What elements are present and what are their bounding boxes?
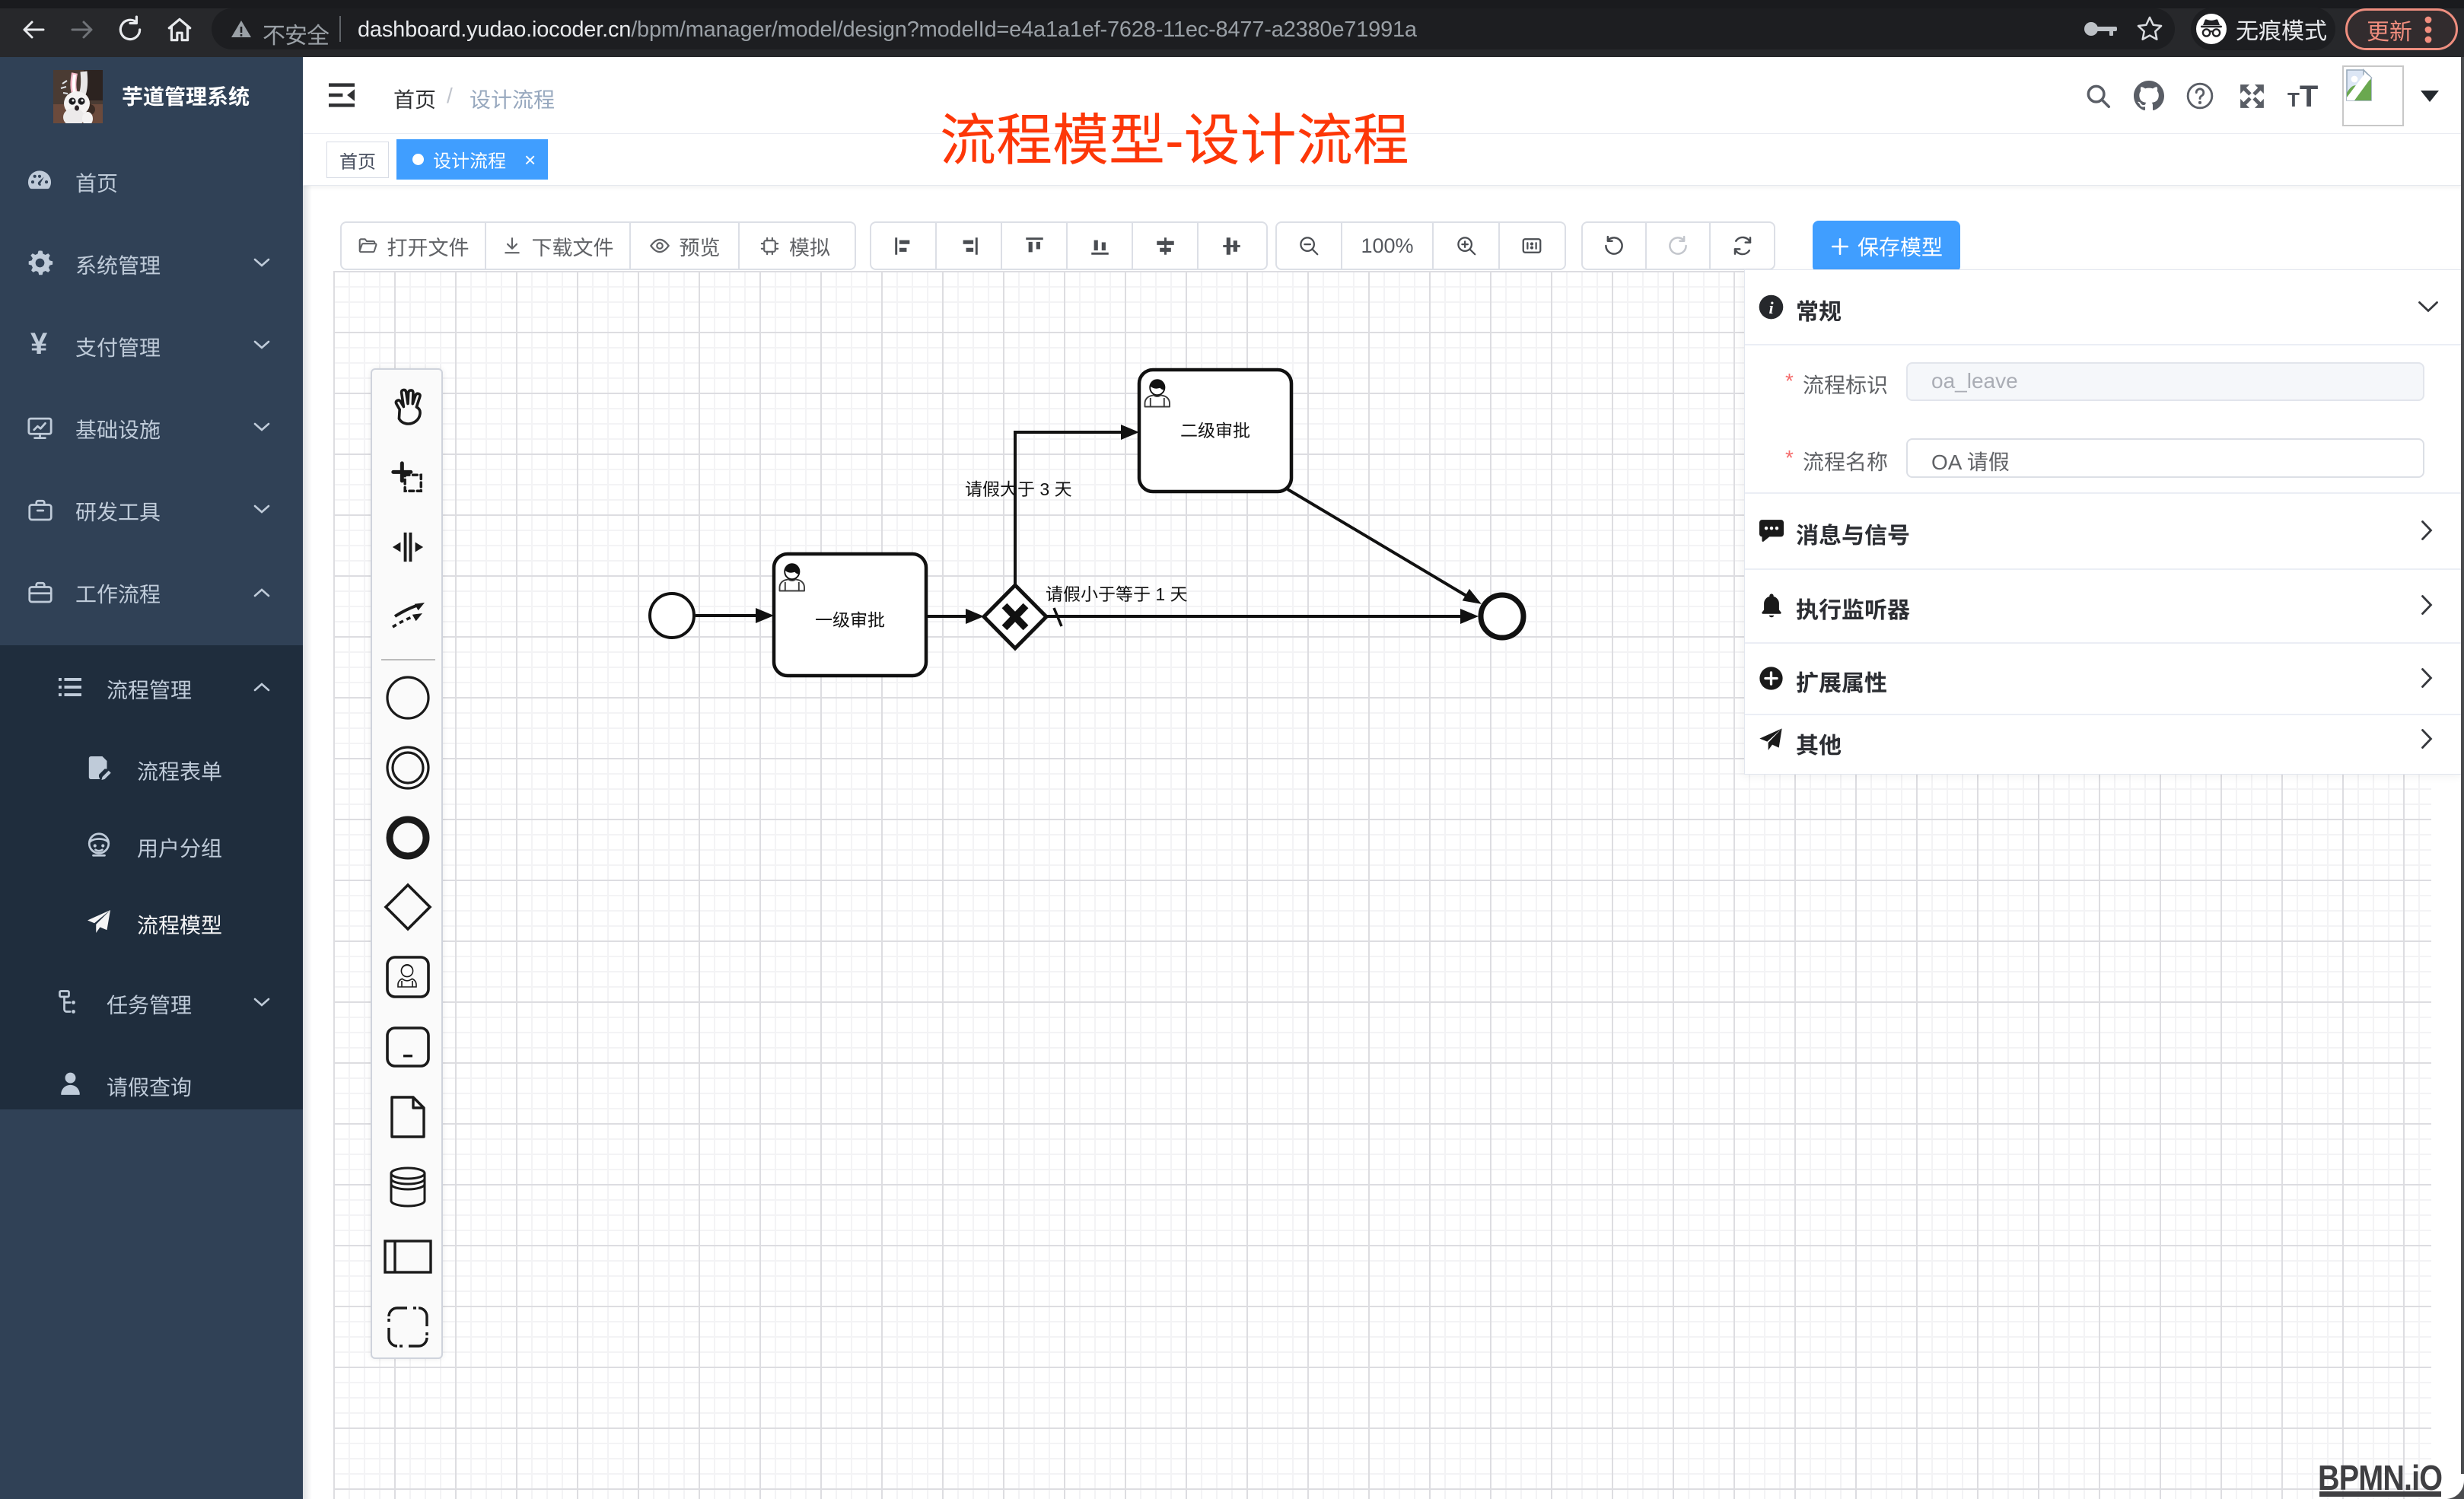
svg-text:i: i xyxy=(1768,298,1774,317)
